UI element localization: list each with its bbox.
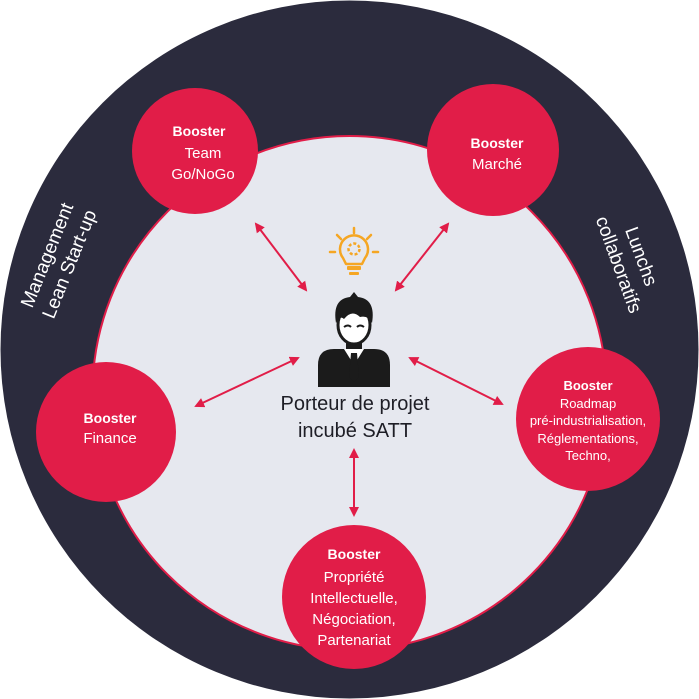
connector-arrows (194, 222, 504, 517)
booster-propriete-line1: Propriété (324, 569, 385, 586)
booster-propriete-circle (282, 525, 426, 669)
arrow-finance (194, 356, 300, 408)
booster-roadmap-line3: Réglementations, (537, 431, 638, 446)
booster-finance-line1: Finance (83, 430, 136, 447)
booster-team-line1: Team (185, 145, 222, 162)
booster-roadmap[interactable]: Booster Roadmap pré-industrialisation, R… (516, 347, 660, 491)
booster-propriete-line3: Négociation, (312, 611, 395, 628)
booster-roadmap-line1: Roadmap (560, 396, 616, 411)
center-label-line1: Porteur de projet (281, 393, 430, 415)
booster-roadmap-circle (516, 347, 660, 491)
booster-roadmap-line2: pré-industrialisation, (530, 413, 646, 428)
booster-propriete-line4: Partenariat (317, 632, 391, 649)
booster-finance-circle (36, 362, 176, 502)
booster-finance-title: Booster (84, 410, 137, 426)
booster-marche-line1: Marché (472, 156, 522, 173)
booster-roadmap-title: Booster (563, 378, 612, 393)
booster-team-title: Booster (173, 123, 226, 139)
lightbulb-gear-icon (328, 226, 380, 275)
booster-roadmap-line4: Techno, (565, 448, 611, 463)
arrow-marche (394, 222, 450, 292)
booster-team-circle (132, 88, 258, 214)
booster-team-line2: Go/NoGo (171, 166, 234, 183)
booster-marche-title: Booster (471, 135, 524, 151)
person-icon (318, 292, 390, 387)
booster-propriete[interactable]: Booster Propriété Intellectuelle, Négoci… (282, 525, 426, 669)
arrow-team (254, 222, 308, 292)
arrow-roadmap (408, 357, 504, 405)
booster-finance[interactable]: Booster Finance (36, 362, 176, 502)
center-label-line2: incubé SATT (298, 420, 412, 442)
booster-marche-circle (427, 84, 559, 216)
booster-propriete-line2: Intellectuelle, (310, 590, 398, 607)
booster-team[interactable]: Booster Team Go/NoGo (132, 88, 258, 214)
booster-marche[interactable]: Booster Marché (427, 84, 559, 216)
booster-propriete-title: Booster (328, 546, 381, 562)
